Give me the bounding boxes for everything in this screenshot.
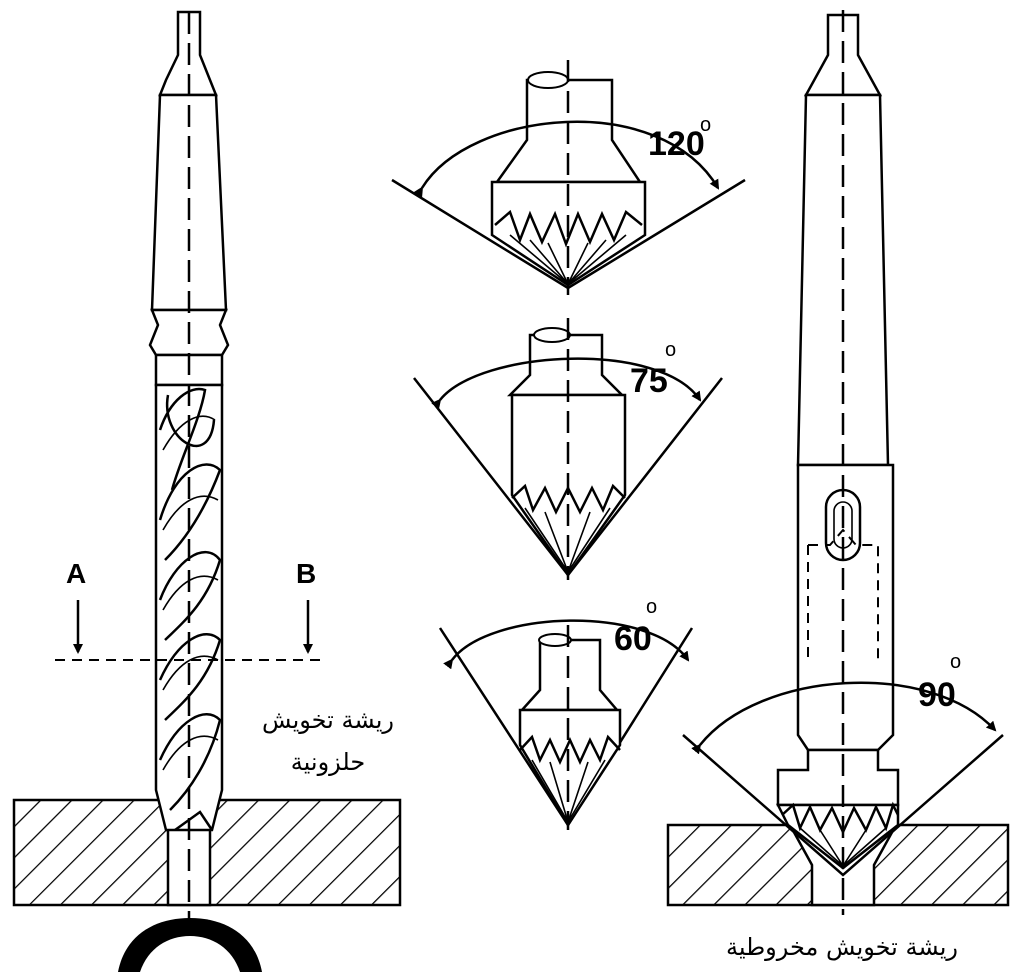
angle-60-label: 60 xyxy=(614,620,652,658)
countersink-60: 60 o xyxy=(438,596,694,830)
svg-text:o: o xyxy=(950,651,961,673)
conical-reamer: 90 o ريشة تخويش مخروطية xyxy=(666,10,1010,961)
countersink-75: 75 o xyxy=(413,318,723,580)
svg-text:o: o xyxy=(665,339,676,361)
spiral-reamer-caption-2: حلزونية xyxy=(291,748,365,776)
cutter-75-shank xyxy=(506,333,626,397)
svg-text:o: o xyxy=(700,114,711,136)
cutter-120-section xyxy=(527,71,569,89)
spiral-reamer-caption-1: ريشة تخويش xyxy=(262,706,394,734)
angle-120-label: 120 xyxy=(648,125,705,163)
svg-text:o: o xyxy=(646,596,657,618)
angle-90-guides xyxy=(682,734,1004,877)
right-collar xyxy=(776,748,900,807)
right-cutter-head xyxy=(775,803,900,870)
angle-90-label: 90 xyxy=(918,676,956,714)
section-label-b: B xyxy=(296,558,316,589)
spiral-reamer: A B ريشة تخويش حلزونية xyxy=(12,10,402,972)
section-label-a: A xyxy=(66,558,86,589)
countersink-120: 120 o xyxy=(391,60,746,295)
conical-reamer-caption: ريشة تخويش مخروطية xyxy=(726,933,958,961)
cutter-60-head xyxy=(518,708,622,828)
angle-75-label: 75 xyxy=(630,362,668,400)
cutter-60-shank xyxy=(519,638,620,712)
